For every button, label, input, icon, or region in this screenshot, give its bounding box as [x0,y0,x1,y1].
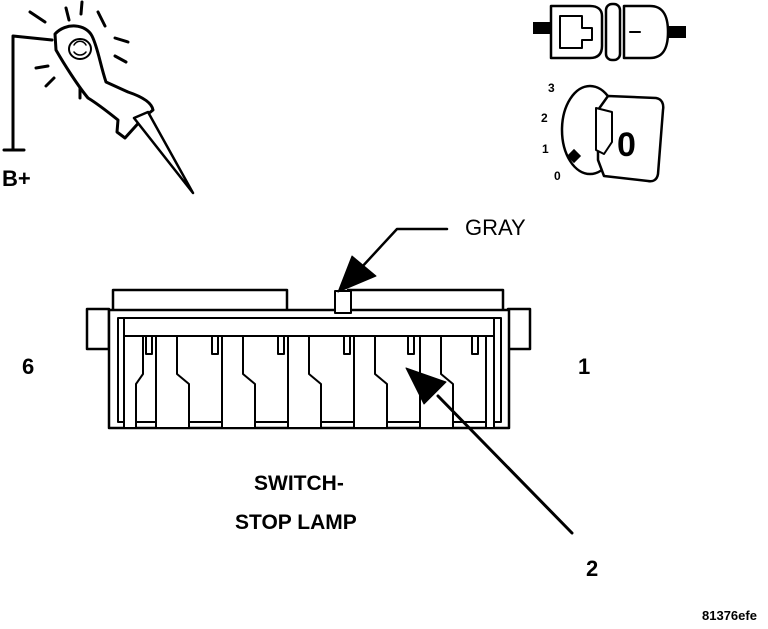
pin-number-right: 1 [578,354,591,379]
ignition-key-icon [560,84,665,183]
gray-wire-leader [337,227,449,293]
test-light-icon [2,0,195,195]
title-line-1: SWITCH- [254,472,344,495]
key-character: 0 [617,126,636,164]
ignition-position-1: 1 [542,142,549,156]
ignition-position-0: 0 [554,169,561,183]
callout-2-leader [405,367,574,535]
figure-id: 81376efe [702,608,757,623]
ignition-position-3: 3 [548,81,555,95]
wire-color-label: GRAY [465,215,526,240]
ignition-position-2: 2 [541,111,548,125]
callout-number: 2 [586,556,599,581]
pin-number-left: 6 [22,354,35,379]
title-line-2: STOP LAMP [235,511,357,534]
disconnect-connector-icon [533,2,686,62]
b-plus-label: B+ [2,166,31,191]
